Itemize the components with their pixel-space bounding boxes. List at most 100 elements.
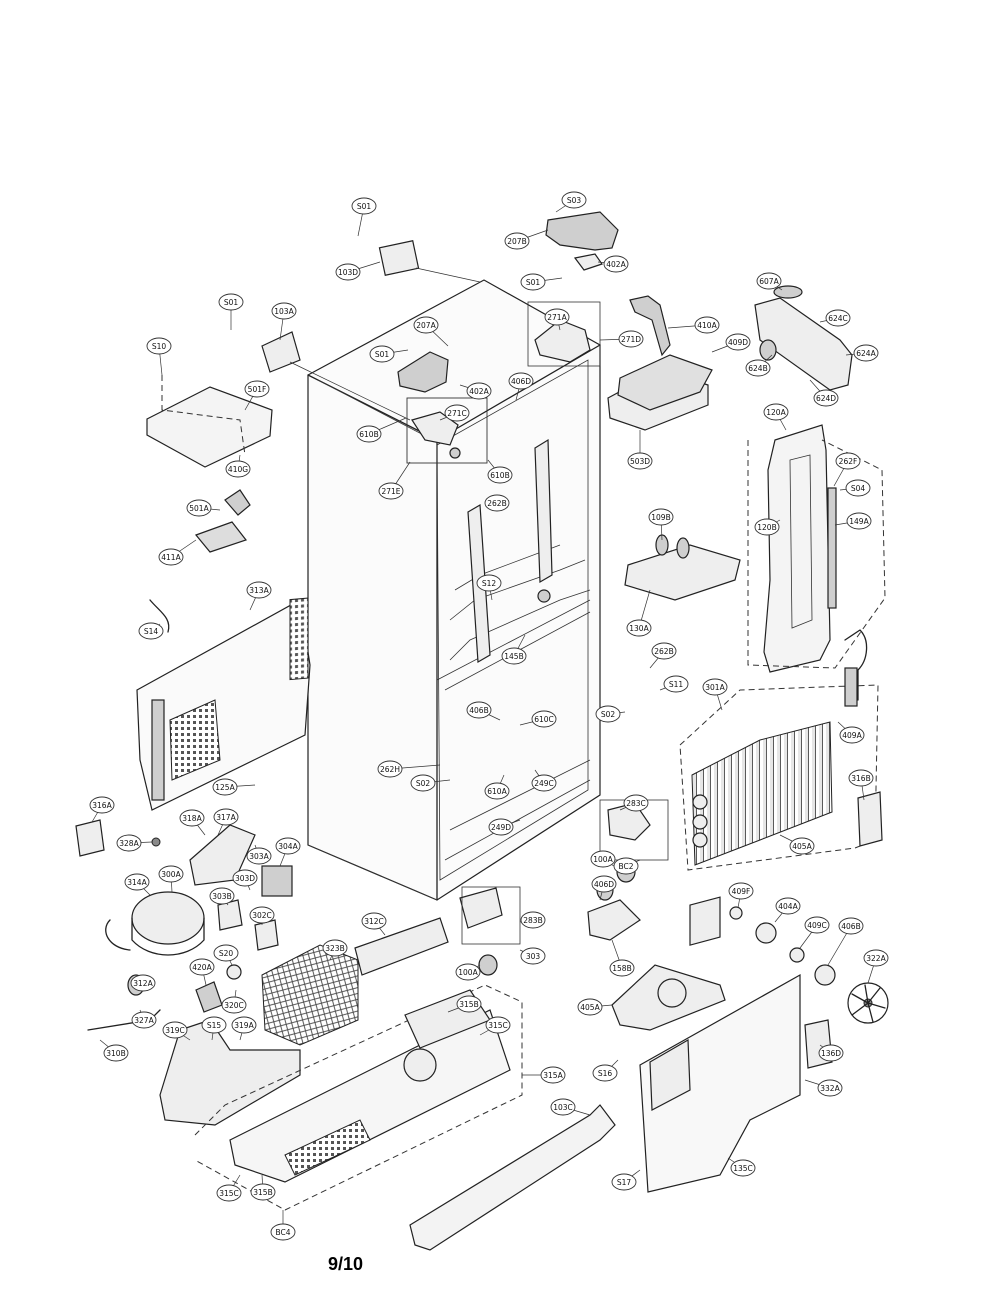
part-callout-314a: 314A <box>124 873 151 896</box>
callout-label: 503D <box>630 457 650 466</box>
part-callout-303: 303 <box>519 947 546 965</box>
part-callout-103a: 103A <box>271 302 297 341</box>
callout-balloon <box>335 263 361 281</box>
callout-balloon <box>138 622 164 640</box>
callout-balloon <box>158 865 184 883</box>
part-callout-304a: 304A <box>275 837 301 867</box>
callout-balloon <box>225 460 251 478</box>
callout-label: 312A <box>133 979 153 988</box>
callout-balloon <box>561 191 587 209</box>
callout-balloon <box>322 939 348 957</box>
part-callout-262b: 262B <box>484 494 510 512</box>
callout-balloon <box>271 302 297 320</box>
callout-balloon <box>244 380 270 398</box>
part-callout-624d: 624D <box>809 379 839 407</box>
callout-balloon <box>103 1044 129 1062</box>
callout-label: 125A <box>215 783 235 792</box>
callout-label: 262B <box>654 647 673 656</box>
part-callout-409c: 409C <box>799 916 830 949</box>
callout-label: S16 <box>598 1069 613 1078</box>
callout-balloon <box>863 949 889 967</box>
part-callout-409a: 409A <box>837 721 865 744</box>
part-callout-610b: 610B <box>356 417 407 443</box>
part-callout-402a: 402A <box>597 255 629 273</box>
part-callout-313a: 313A <box>246 581 272 611</box>
callout-label: 300A <box>161 870 181 879</box>
part-callout-s01: S01 <box>369 345 409 363</box>
callout-balloon <box>789 837 815 855</box>
callout-balloon <box>377 760 403 778</box>
condenser <box>679 629 883 871</box>
callout-balloon <box>590 850 616 868</box>
callout-balloon <box>221 996 247 1014</box>
part-callout-328a: 328A <box>116 834 153 852</box>
part-callout-323b: 323B <box>322 939 348 961</box>
part-callout-406b: 406B <box>827 917 864 966</box>
callout-label: 319C <box>165 1026 185 1035</box>
top-left-cover <box>146 375 273 553</box>
callout-balloon <box>609 959 635 977</box>
part-callout-303a: 303A <box>246 844 272 865</box>
part-callout-404a: 404A <box>774 897 801 923</box>
part-callout-207a: 207A <box>413 316 449 347</box>
callout-balloon <box>186 499 212 517</box>
callout-label: S01 <box>224 298 239 307</box>
callout-label: 120A <box>766 408 786 417</box>
part-callout-120b: 120B <box>754 518 781 536</box>
part-callout-s20: S20 <box>213 944 239 966</box>
callout-balloon <box>232 869 258 887</box>
callout-label: 303 <box>526 952 541 961</box>
callout-label: 271E <box>381 487 400 496</box>
callout-balloon <box>488 818 514 836</box>
part-callout-100a: 100A <box>455 963 481 981</box>
callout-label: 409F <box>732 887 751 896</box>
callout-label: 313A <box>249 586 269 595</box>
callout-label: 406B <box>469 706 488 715</box>
callout-label: 319A <box>234 1021 254 1030</box>
part-callout-100a: 100A <box>590 850 621 871</box>
callout-balloon <box>845 479 871 497</box>
callout-balloon <box>116 834 142 852</box>
part-callout-332a: 332A <box>804 1079 843 1097</box>
callout-label: S01 <box>357 202 372 211</box>
callout-label: 332A <box>820 1084 840 1093</box>
callout-label: 158B <box>612 964 631 973</box>
part-callout-317a: 317A <box>213 808 239 836</box>
callout-label: S03 <box>567 196 582 205</box>
callout-label: 109B <box>651 513 670 522</box>
part-callout-312c: 312C <box>361 912 387 936</box>
refrigerator-cabinet <box>307 279 601 901</box>
part-callout-s03: S03 <box>555 191 587 213</box>
part-callout-322a: 322A <box>863 949 889 984</box>
callout-balloon <box>250 1183 276 1201</box>
callout-label: 316B <box>851 774 870 783</box>
page-number: 9/10 <box>328 1254 364 1274</box>
part-callout-s11: S11 <box>659 675 689 693</box>
callout-balloon <box>813 389 839 407</box>
callout-label: 323B <box>325 944 344 953</box>
callout-balloon <box>550 1098 576 1116</box>
callout-balloon <box>270 1223 296 1241</box>
callout-balloon <box>839 726 865 744</box>
callout-label: 315B <box>459 1000 478 1009</box>
callout-balloon <box>162 1021 188 1039</box>
callout-balloon <box>476 574 502 592</box>
callout-balloon <box>356 425 382 443</box>
part-callout-327a: 327A <box>131 1009 157 1029</box>
callout-balloon <box>623 794 649 812</box>
part-callout-125a: 125A <box>212 778 256 796</box>
callout-label: 303D <box>235 874 255 883</box>
callout-balloon <box>410 774 436 792</box>
part-callout-409f: 409F <box>728 882 754 909</box>
callout-balloon <box>487 466 513 484</box>
part-callout-207b: 207B <box>504 229 549 250</box>
callout-balloon <box>444 404 470 422</box>
part-callout-120a: 120A <box>763 403 789 431</box>
callout-balloon <box>130 974 156 992</box>
callout-label: S02 <box>601 710 616 719</box>
part-callout-410g: 410G <box>225 454 251 478</box>
callout-label: 103C <box>553 1103 573 1112</box>
callout-label: 310B <box>106 1049 125 1058</box>
callout-balloon <box>275 837 301 855</box>
